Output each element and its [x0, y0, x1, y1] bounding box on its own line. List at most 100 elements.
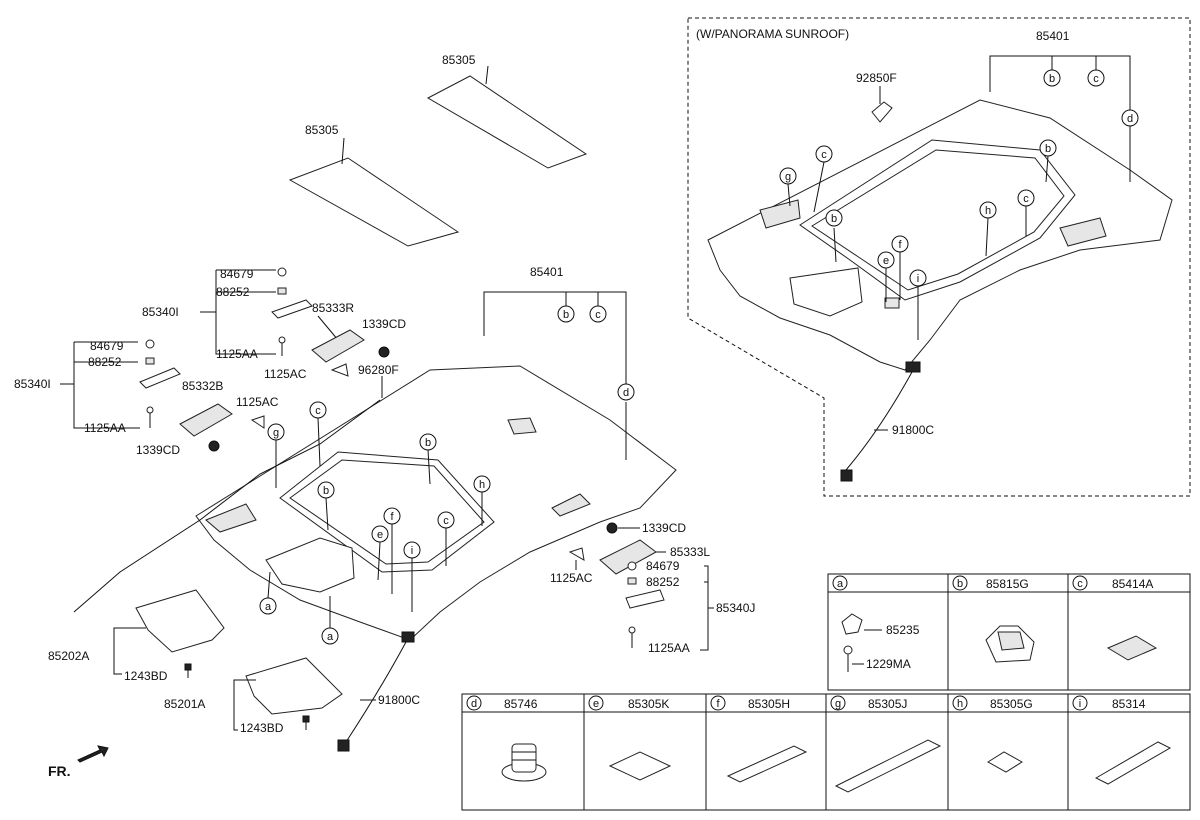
callout-g: g: [267, 423, 285, 441]
grip-assembly-lower: 84679 88252 85340I 1125AA: [14, 339, 181, 435]
legend-label-85235: 85235: [886, 623, 920, 637]
inset-harness-connector: [840, 469, 853, 482]
pad-85305-rear: [426, 75, 588, 169]
svg-text:b: b: [957, 578, 963, 590]
inset-connector: [905, 361, 921, 373]
lamp-85333R: 85333R 1339CD 1125AC: [264, 301, 406, 381]
callout-b-mid: b: [419, 433, 437, 451]
label-85305-front: 85305: [305, 123, 339, 137]
svg-text:a: a: [837, 578, 844, 590]
label-85340I-upper: 85340I: [142, 305, 179, 319]
label-88252-upper: 88252: [216, 285, 250, 299]
label-FR: FR.: [48, 763, 71, 779]
inset-callout-f: f: [891, 235, 909, 253]
callout-f: f: [383, 507, 401, 525]
label-1125AC-front: 1125AC: [236, 395, 279, 409]
legend-cell-d: d 85746: [466, 695, 547, 782]
svg-text:c: c: [443, 515, 449, 527]
legend-cell-a: a 85235 1229MA: [832, 575, 920, 672]
inset-callout-g: g: [779, 167, 797, 185]
label-96280F: 96280F: [358, 363, 399, 377]
legend-label-85746: 85746: [504, 697, 538, 711]
label-85305-rear: 85305: [442, 53, 476, 67]
callout-h: h: [473, 475, 491, 493]
label-84679-upper: 84679: [220, 267, 254, 281]
callout-i: i: [403, 541, 421, 559]
callout-a-bottom: a: [321, 627, 339, 645]
label-1339CD-rear: 1339CD: [362, 317, 406, 331]
svg-text:c: c: [595, 309, 601, 321]
label-85333R: 85333R: [312, 301, 354, 315]
label-85332B: 85332B: [182, 379, 223, 393]
grip-assembly-upper: 84679 88252 85340I 1125AA: [142, 267, 313, 361]
lamp-85332B: 85332B 1125AC 1339CD: [136, 379, 279, 457]
headliner-left-pad: [205, 503, 257, 533]
callout-c-top: c: [589, 305, 607, 323]
inset-callout-b-top: b: [1043, 69, 1061, 87]
main-diagram: 85305 85305 85401 96280F 91800C 84679 88…: [14, 53, 755, 779]
svg-text:c: c: [1023, 193, 1029, 205]
svg-text:h: h: [479, 479, 485, 491]
callout-c-mid: c: [437, 511, 455, 529]
label-85340J: 85340J: [716, 601, 755, 615]
svg-text:c: c: [1077, 578, 1083, 590]
label-88252-right: 88252: [646, 575, 680, 589]
svg-text:c: c: [315, 405, 321, 417]
legend-label-85305J: 85305J: [868, 697, 907, 711]
inset-sunroof-glass: [811, 149, 1065, 291]
visor-85202A: 85202A 1243BD: [48, 589, 225, 683]
svg-text:f: f: [716, 698, 720, 710]
label-84679-right: 84679: [646, 559, 680, 573]
inset-pad-e: [884, 297, 900, 309]
harness-connector-main: [401, 631, 415, 643]
inset-callout-b-right: b: [1039, 139, 1057, 157]
inset-console-frame: [789, 267, 863, 317]
legend-cell-i: i 85314: [1072, 695, 1172, 785]
inset-callout-c-mid: c: [1017, 189, 1035, 207]
callout-c-left: c: [309, 401, 327, 419]
svg-text:i: i: [1079, 698, 1081, 710]
svg-text:b: b: [425, 437, 431, 449]
harness-connector-lower: [337, 739, 350, 752]
svg-text:g: g: [835, 698, 841, 710]
inset-dashed-border: [687, 17, 1191, 497]
callout-a-left: a: [259, 597, 277, 615]
legend-table-top: a 85235 1229MA b 85815G c 85414A: [827, 573, 1191, 691]
svg-text:i: i: [917, 273, 919, 285]
headliner-console-frame: [265, 537, 355, 593]
inset-callout-e: e: [877, 251, 895, 269]
legend-cell-h: h 85305G: [952, 695, 1033, 773]
inset-callout-d: d: [1121, 109, 1139, 127]
svg-text:i: i: [411, 545, 413, 557]
legend-cell-g: g 85305J: [830, 695, 942, 793]
svg-text:d: d: [471, 698, 477, 710]
inset-callout-b-mid: b: [825, 209, 843, 227]
legend-cell-e: e 85305K: [588, 695, 672, 781]
svg-text:h: h: [957, 698, 963, 710]
svg-text:d: d: [1127, 113, 1133, 125]
callout-b-top: b: [557, 305, 575, 323]
svg-text:a: a: [327, 631, 334, 643]
legend-cell-c: c 85414A: [1072, 575, 1158, 661]
legend-label-85314: 85314: [1112, 697, 1146, 711]
inset-panorama-sunroof: (W/PANORAMA SUNROOF) 92850F 85401 91800C: [687, 17, 1191, 497]
label-1339CD-front: 1339CD: [136, 443, 180, 457]
label-1125AC-rear: 1125AC: [264, 367, 307, 381]
svg-text:b: b: [1049, 73, 1055, 85]
label-1125AC-right: 1125AC: [550, 571, 593, 585]
svg-text:b: b: [831, 213, 837, 225]
svg-text:g: g: [273, 427, 279, 439]
svg-text:g: g: [785, 171, 791, 183]
svg-text:h: h: [985, 205, 991, 217]
legend-label-1229MA: 1229MA: [866, 657, 911, 671]
legend-cell-b: b 85815G: [952, 575, 1035, 663]
headliner-right-pad: [551, 493, 591, 517]
inset-label-91800C: 91800C: [892, 423, 934, 437]
legend-table-bottom: d 85746 e 85305K f 85305H g 85305J: [461, 693, 1191, 811]
label-1243BD-rh: 1243BD: [124, 669, 168, 683]
svg-text:e: e: [883, 255, 889, 267]
label-1125AA-right: 1125AA: [648, 641, 690, 655]
svg-text:c: c: [1093, 73, 1099, 85]
callout-b-lower: b: [317, 481, 335, 499]
